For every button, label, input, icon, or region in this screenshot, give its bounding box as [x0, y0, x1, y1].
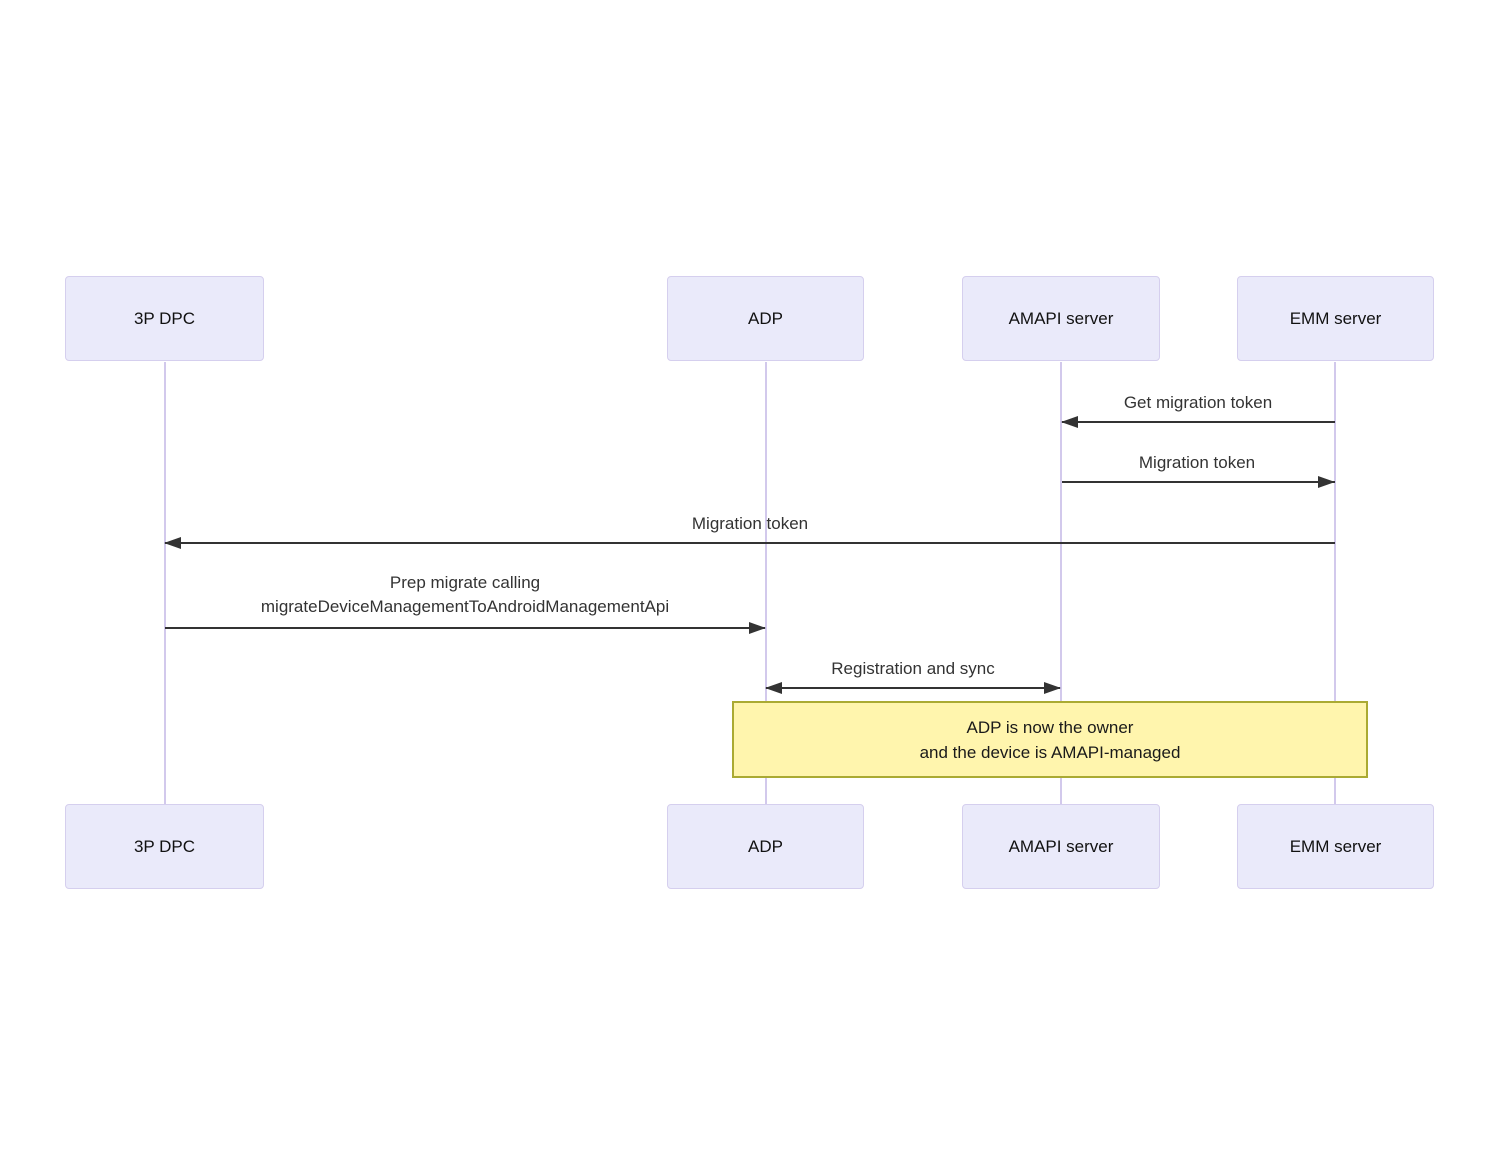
- actor-label: EMM server: [1289, 836, 1382, 856]
- note-text-line: ADP is now the owner: [966, 717, 1134, 737]
- actor-box-emm-server-bottom: EMM server: [1237, 804, 1434, 889]
- actor-box-emm-server-top: EMM server: [1237, 276, 1434, 361]
- actor-label: AMAPI server: [1008, 308, 1114, 328]
- message-arrow-line: [1062, 421, 1335, 423]
- actor-box-3p-dpc-bottom: 3P DPC: [65, 804, 264, 889]
- actor-box-amapi-server-bottom: AMAPI server: [962, 804, 1160, 889]
- note-box: ADP is now the owner and the device is A…: [732, 701, 1368, 778]
- arrowhead-left-icon: [164, 537, 181, 549]
- lifeline-adp: [765, 362, 767, 804]
- message-label: Migration token: [1138, 453, 1256, 472]
- arrowhead-right-icon: [749, 622, 766, 634]
- actor-box-adp-top: ADP: [667, 276, 864, 361]
- lifeline-3p-dpc: [164, 362, 166, 804]
- actor-label: ADP: [748, 836, 783, 856]
- note-text-line: and the device is AMAPI-managed: [919, 742, 1181, 762]
- arrowhead-right-icon: [1318, 476, 1335, 488]
- arrowhead-left-icon: [1061, 416, 1078, 428]
- message-arrow-line: [1062, 481, 1335, 483]
- actor-label: 3P DPC: [133, 836, 196, 856]
- actor-box-amapi-server-top: AMAPI server: [962, 276, 1160, 361]
- actor-label: AMAPI server: [1008, 836, 1114, 856]
- actor-label: 3P DPC: [133, 308, 196, 328]
- actor-box-adp-bottom: ADP: [667, 804, 864, 889]
- message-arrow-line: [766, 687, 1060, 689]
- message-label: Prep migrate calling migrateDeviceManage…: [260, 573, 670, 616]
- actor-box-3p-dpc-top: 3P DPC: [65, 276, 264, 361]
- arrowhead-left-icon: [765, 682, 782, 694]
- message-arrow-line: [165, 627, 765, 629]
- lifeline-amapi-server: [1060, 362, 1062, 804]
- message-label: Get migration token: [1123, 393, 1273, 412]
- message-label: Registration and sync: [831, 659, 995, 678]
- actor-label: EMM server: [1289, 308, 1382, 328]
- lifeline-emm-server: [1334, 362, 1336, 804]
- arrowhead-right-icon: [1044, 682, 1061, 694]
- actor-label: ADP: [748, 308, 783, 328]
- message-label: Migration token: [691, 514, 809, 533]
- message-arrow-line: [165, 542, 1335, 544]
